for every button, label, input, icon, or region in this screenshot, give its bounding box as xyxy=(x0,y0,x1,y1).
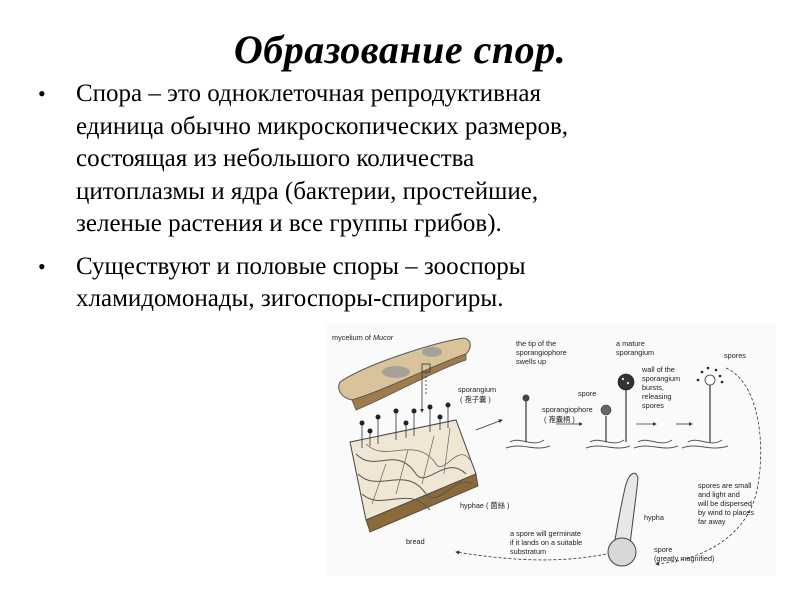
label-germ-1: a spore will germinate xyxy=(510,529,581,538)
label-sporangium-cn: ( 孢子囊 ) xyxy=(460,395,491,404)
mucor-life-cycle-diagram: mycelium of Mucor sporangium ( 孢子囊 ) the… xyxy=(326,324,776,576)
label-tip-2: sporangiophore xyxy=(516,348,567,357)
label-germ-3: substratum xyxy=(510,547,546,556)
label-sporangiophore: sporangiophore xyxy=(542,405,593,414)
label-mature-1: a mature xyxy=(616,339,645,348)
label-wall-1: wall of the xyxy=(641,365,675,374)
bullet-line: Существуют и половые споры – зооспоры xyxy=(76,252,526,280)
bullet-line: зеленые растения и все группы грибов). xyxy=(76,210,502,237)
label-spores-top: spores xyxy=(724,351,746,360)
label-bread: bread xyxy=(406,537,425,546)
label-tip-3: swells up xyxy=(516,357,546,366)
bullet-line: хламидомонады, зигоспоры-спирогиры. xyxy=(76,285,504,312)
stage-sporangium-bursts-icon xyxy=(681,366,729,449)
label-mycelium: mycelium of Mucor xyxy=(332,333,394,342)
bullet-item-spore-definition: • Спора – это одноклеточная репродуктивн… xyxy=(38,78,698,241)
bullet-line: состоящая из небольшого количества xyxy=(76,145,475,172)
label-magnified: (greatly magnified) xyxy=(654,554,714,563)
label-hypha: hypha xyxy=(644,513,665,522)
stage-spore-forming-icon xyxy=(585,404,631,449)
label-small-4: by wind to places xyxy=(698,508,754,517)
bullet-item-sexual-spores: • Существуют и половые споры – зооспоры … xyxy=(38,251,698,316)
stage-tip-swells-icon xyxy=(505,394,551,449)
label-hyphae: hyphae ( 菌絲 ) xyxy=(460,501,509,510)
arrow-icon xyxy=(475,419,503,431)
label-wall-5: spores xyxy=(642,401,664,410)
slide-title: Образование спор. xyxy=(233,27,567,72)
bullet-line: единица обычно микроскопических размеров… xyxy=(76,112,569,140)
bullet-list: • Спора – это одноклеточная репродуктивн… xyxy=(38,78,698,326)
label-sporangium: sporangium xyxy=(458,385,496,394)
stage-mature-sporangium-icon xyxy=(617,373,679,449)
label-small-1: spores are small xyxy=(698,481,752,490)
label-mature-2: sporangium xyxy=(616,348,654,357)
germinating-spore-icon xyxy=(607,472,639,567)
bullet-dot-icon: • xyxy=(38,81,46,106)
label-tip-1: the tip of the xyxy=(516,339,556,348)
label-germ-2: if it lands on a suitable xyxy=(510,538,582,547)
label-wall-3: bursts, xyxy=(642,383,664,392)
label-wall-4: releasing xyxy=(642,392,672,401)
label-wall-2: sporangium xyxy=(642,374,680,383)
label-sporangiophore-cn: ( 孢囊柄 ) xyxy=(544,415,575,424)
label-spore: spore xyxy=(578,389,596,398)
mycelium-block-icon xyxy=(349,402,479,533)
bullet-dot-icon: • xyxy=(38,253,46,279)
label-small-2: and light and xyxy=(698,490,740,499)
label-small-3: will be dispersed xyxy=(697,499,752,508)
bread-slice-icon xyxy=(338,337,471,411)
label-spore-bottom: spore xyxy=(654,545,672,554)
bullet-line: цитоплазмы и ядра (бактерии, простейшие, xyxy=(76,177,539,205)
germination-arrow-icon xyxy=(455,550,607,561)
label-small-5: far away xyxy=(698,517,726,526)
bullet-line: Спора – это одноклеточная репродуктивная xyxy=(76,80,541,107)
dispersal-arrow-icon xyxy=(655,367,762,566)
